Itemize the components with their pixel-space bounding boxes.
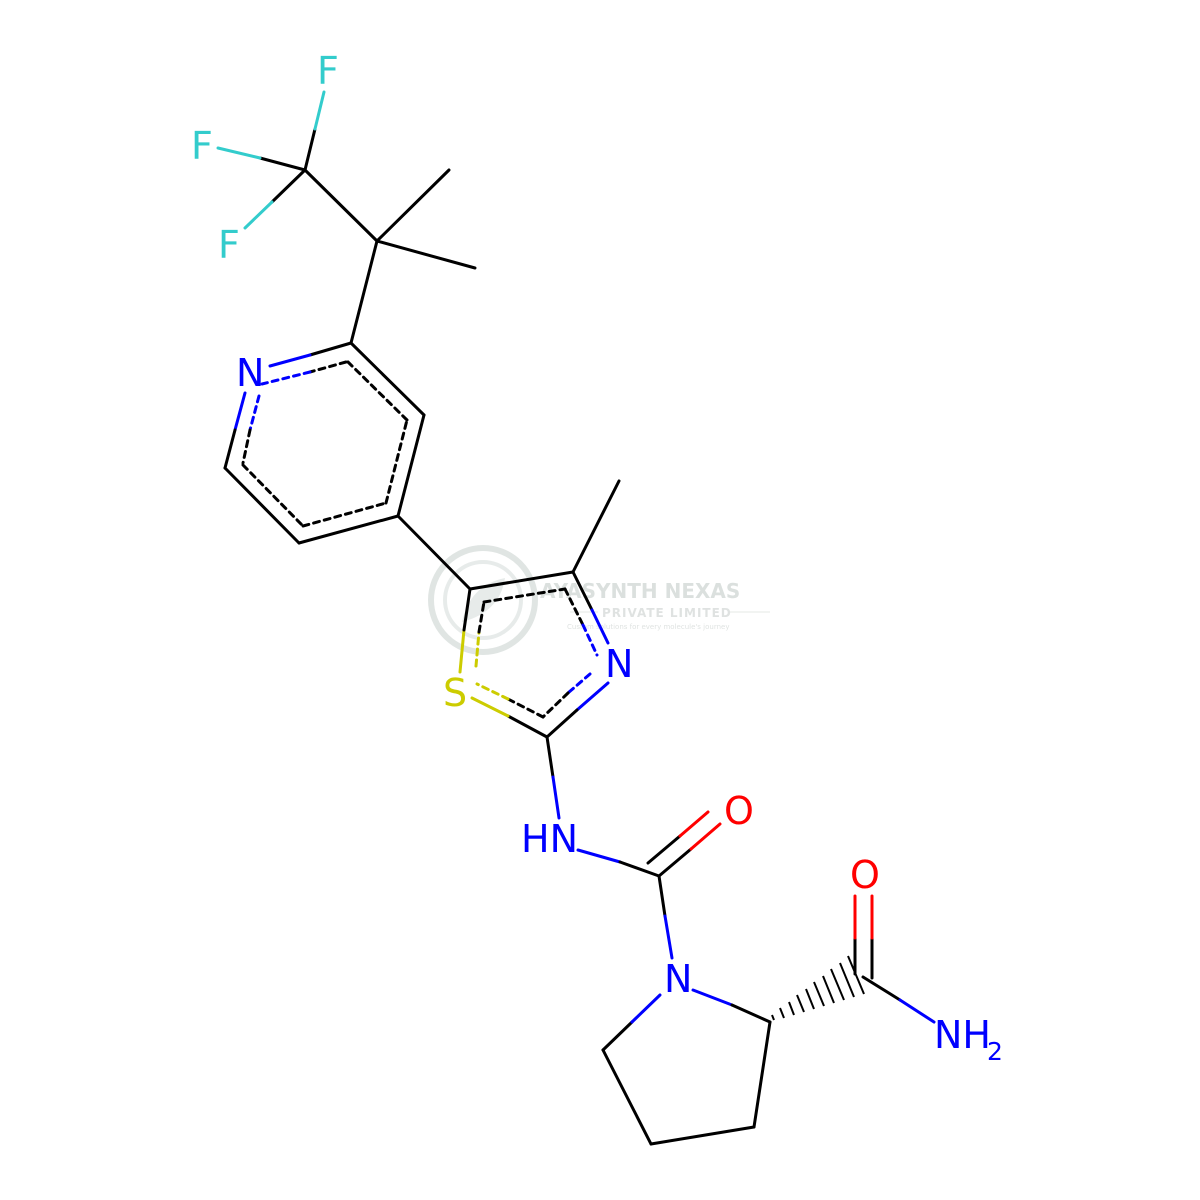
bond-py-c5-c4: [297, 514, 400, 545]
bond-cu-o2-colored: [678, 810, 710, 838]
bond-th-c2-s: [506, 714, 549, 739]
watermark-logo-icon: [428, 545, 538, 655]
watermark-tagline: Custom solutions for every molecule's jo…: [567, 623, 729, 631]
bond-cb-cg: [649, 1125, 756, 1146]
bond-py-n-c6: [233, 391, 247, 432]
atom-label-f2: F: [191, 124, 213, 168]
watermark-logo-inner-icon: [443, 560, 523, 640]
bond-py-c2-n-colored: [268, 353, 312, 368]
bond-th-n-c2-black: [545, 708, 579, 739]
bond-py-n-c6-black: [223, 428, 237, 470]
watermark-subtitle: PRIVATE LIMITED: [602, 606, 732, 620]
bond-c-f1: [303, 127, 317, 172]
bond-py-c2-n: [308, 341, 353, 357]
atom-labels: F F F N N S HN O N O NH 2: [191, 49, 1003, 1066]
bond-cd-npyr-colored: [630, 993, 662, 1024]
bond-cu-o1-colored: [689, 822, 722, 851]
bond-py-c4-c3: [396, 413, 426, 518]
bond-th-c4-methyl: [571, 479, 621, 574]
bond-nh-cu-black: [618, 860, 661, 878]
bond-cg-cd: [601, 1048, 653, 1146]
bond-cam-nh2: [861, 975, 902, 1002]
atom-label-o-amide: O: [850, 853, 880, 897]
bond-th-c4-n-colored: [590, 608, 610, 645]
bond-th-c5-c4: [468, 570, 575, 591]
bond-c-f1-colored: [313, 90, 326, 131]
bond-c-f3-colored: [243, 200, 274, 230]
bond-th-c4-n: [571, 570, 594, 612]
bond-c2-nh: [545, 735, 555, 779]
bond-c-f2: [258, 156, 307, 172]
bond-th-s-c5-black: [462, 587, 472, 632]
bond-cq-pyridine: [349, 239, 379, 345]
atom-label-s-thiazole: S: [443, 671, 467, 715]
bond-cf3-cq: [303, 168, 379, 243]
watermark-title: AYASYNTH NEXAS: [540, 579, 740, 603]
bond-pyridine-thiazole: [396, 514, 472, 591]
bond-cu-npyr: [657, 874, 667, 918]
bond-c-f3: [270, 168, 307, 204]
atom-label-o-urea: O: [724, 789, 754, 833]
atom-label-nh: HN: [521, 817, 578, 861]
atom-label-n-pyrrolidine: N: [664, 957, 692, 1001]
bond-ca-cb: [752, 1020, 772, 1129]
bond-c2-nh-colored: [551, 775, 561, 820]
bond-cu-npyr-colored: [663, 914, 674, 960]
atom-label-nh2: NH: [934, 1013, 991, 1057]
bond-npyr-ca: [691, 988, 734, 1007]
atom-label-n-thiazole: N: [605, 642, 633, 686]
bond-cam-nh2-colored: [898, 998, 936, 1024]
pyridine-aromatic-dashes: [241, 360, 409, 528]
atom-label-nh2-subscript: 2: [987, 1037, 1003, 1066]
bond-cq-methyl2: [375, 239, 477, 270]
bond-th-s-c5: [458, 628, 466, 674]
bond-th-c2-s-colored: [470, 696, 510, 718]
bond-th-n-c2: [575, 681, 610, 712]
bond-cq-methyl1: [375, 168, 451, 243]
thiazole-aromatic-dashes: [474, 587, 599, 719]
watermark-leaf-icon: [462, 578, 505, 622]
bond-cu-o2: [646, 834, 682, 865]
stereo-hash-wedge: [771, 955, 865, 1021]
bond-py-c3-c2: [349, 341, 426, 417]
bond-c-f2-colored: [216, 146, 262, 160]
bond-cd-npyr: [601, 1020, 634, 1052]
bond-py-c6-c5: [223, 466, 301, 545]
bond-nh-cu: [576, 848, 622, 864]
watermark: AYASYNTH NEXAS PRIVATE LIMITED Custom so…: [428, 545, 770, 655]
bonds: [216, 90, 936, 1146]
bond-cu-o1: [657, 847, 693, 878]
bond-npyr-ca-black: [730, 1003, 772, 1024]
atom-label-f1: F: [317, 49, 339, 93]
atom-label-n-pyridine: N: [236, 351, 264, 395]
atom-label-f3: F: [218, 223, 240, 267]
